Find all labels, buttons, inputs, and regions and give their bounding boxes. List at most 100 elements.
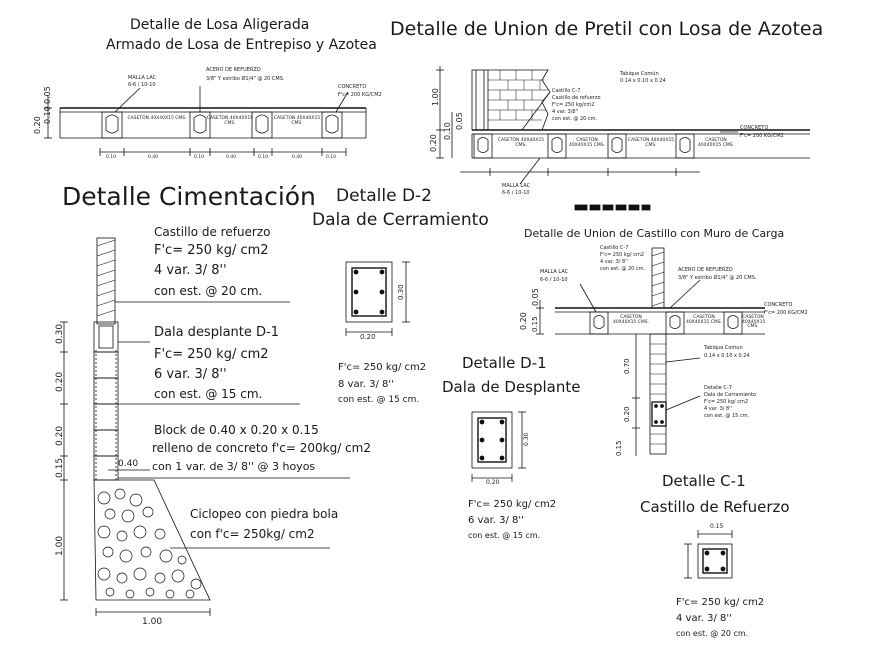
pretil-section (436, 66, 810, 211)
losa-vdim: 0.05 (43, 86, 52, 104)
pretil-vdim: 1.00 (431, 88, 440, 106)
cim-ciclopeo-line: con f'c= 250kg/ cm2 (190, 527, 315, 541)
losa-vdim: 0.10 (43, 106, 52, 124)
pretil-tabique-spec: 0.14 x 0.10 x 0.24 (620, 78, 666, 84)
losa-dim: 0.40 (226, 155, 237, 160)
losa-concreto-label: CONCRETO (338, 84, 367, 90)
cu-caseton: CASETON 40X40X15 CMS. (612, 315, 650, 325)
losa-dim: 0.10 (326, 155, 337, 160)
dala-d2-section (345, 261, 410, 336)
cu-dala-line: 4 var. 3/ 8'' (704, 406, 732, 412)
cu-vdim: 0.15 (531, 316, 539, 332)
title-d2: Detalle D-2 (336, 186, 432, 206)
c1-spec-line: 4 var. 3/ 8'' (676, 613, 732, 624)
cim-castillo-line: Castillo de refuerzo (154, 225, 271, 239)
c1-spec-line: con est. @ 20 cm. (676, 629, 749, 638)
cim-vdim: 0.20 (55, 425, 65, 446)
pretil-vdim: 0.05 (455, 112, 464, 130)
cim-block-line: relleno de concreto f'c= 200kg/ cm2 (152, 441, 371, 455)
pretil-caseton: CASETON 40X40X15 CMS. (497, 138, 545, 148)
cu-malla-spec: 6-6 / 10-10 (540, 277, 568, 283)
pretil-caseton: CASETON 40X40X15 CMS. (568, 138, 606, 148)
cu-concreto-spec: F'c= 200 KG/CM2 (764, 310, 808, 316)
losa-caseton-3: CASETON 40X40X15 CMS. (273, 116, 321, 126)
cim-castillo-line: con est. @ 20 cm. (154, 284, 263, 298)
title-pretil: Detalle de Union de Pretil con Losa de A… (390, 18, 824, 40)
castillo-union-section (536, 247, 765, 456)
d1-width: 0.20 (486, 479, 500, 486)
dala-d1-section (471, 411, 526, 482)
pretil-castillo-line: Castillo de refuerzo (552, 95, 601, 101)
cim-vdim: 1.00 (55, 535, 65, 556)
cim-vdim: 0.30 (55, 323, 65, 344)
losa-dim: 0.40 (292, 155, 303, 160)
losa-caseton-1: CASETON 40X40X15 CMS. (127, 116, 187, 121)
cu-castillo-line: Castillo C-7 (600, 245, 629, 251)
cu-acero-label: ACERO DE REFUERZO (678, 267, 733, 273)
cu-vdim: 0.70 (623, 358, 631, 374)
cim-dala-line: 6 var. 3/ 8'' (154, 367, 227, 382)
cu-dala-line: con est. @ 15 cm. (704, 413, 750, 419)
title-losa-aligerada: Detalle de Losa Aligerada (130, 17, 310, 33)
cim-castillo-line: F'c= 250 kg/ cm2 (154, 243, 269, 258)
cu-vdim: 0.15 (615, 440, 623, 456)
title-d2-sub: Dala de Cerramiento (312, 210, 489, 230)
d2-spec-line: F'c= 250 kg/ cm2 (338, 362, 427, 373)
cu-castillo-line: 4 var. 3/ 8'' (600, 259, 628, 265)
cim-dala-line: Dala desplante D-1 (154, 325, 279, 340)
cim-block-line: Block de 0.40 x 0.20 x 0.15 (154, 423, 319, 437)
pretil-tabique-label: Tabique Común (620, 71, 659, 77)
cu-vdim: 0.05 (531, 288, 540, 306)
losa-vdim: 0.20 (33, 116, 42, 134)
c1-spec-line: F'c= 250 kg/ cm2 (676, 597, 765, 608)
cu-dala-line: Detalle C-7 (704, 385, 732, 391)
cu-concreto-label: CONCRETO (764, 302, 793, 308)
cu-castillo-line: con est. @ 20 cm. (600, 266, 646, 272)
d1-height: 0.30 (523, 432, 530, 446)
cu-malla-label: MALLA LAC (540, 269, 569, 275)
title-c1: Detalle C-1 (662, 472, 746, 490)
cim-vdim: 0.15 (55, 457, 65, 478)
pretil-malla-spec: 6-6 / 10-10 (502, 190, 530, 196)
cu-vdim: 0.20 (519, 312, 528, 330)
losa-acero-label: ACERO DE REFUERZO (206, 67, 261, 73)
title-cimentacion: Detalle Cimentación (62, 182, 316, 211)
title-c1-sub: Castillo de Refuerzo (640, 498, 790, 516)
cim-hdim: 0.40 (118, 459, 139, 469)
title-d1-sub: Dala de Desplante (442, 378, 581, 396)
cu-tabique-spec: 0.14 x 0.10 x 0.24 (704, 353, 750, 359)
cim-castillo-line: 4 var. 3/ 8'' (154, 263, 227, 278)
losa-dim: 0.10 (106, 155, 117, 160)
pretil-malla-label: MALLA LAC (502, 183, 531, 189)
cu-acero-spec: 3/8" Y estribo Ø1/4" @ 20 CMS. (678, 275, 757, 281)
losa-malla-label: MALLA LAC (128, 75, 157, 81)
losa-concreto-spec: F'c= 200 KG/CM2 (338, 92, 382, 98)
cim-block-line: con 1 var. de 3/ 8'' @ 3 hoyos (152, 460, 316, 473)
pretil-concreto-label: CONCRETO (740, 125, 769, 131)
pretil-castillo-line: F'c= 250 kg/cm2 (552, 102, 595, 108)
cim-vdim: 0.20 (55, 371, 65, 392)
d2-spec-line: 8 var. 3/ 8'' (338, 379, 394, 390)
cim-ciclopeo-line: Ciclopeo con piedra bola (190, 507, 339, 521)
losa-malla-spec: 6-6 / 10-10 (128, 82, 156, 88)
losa-acero-spec: 3/8" Y estribo Ø1/4" @ 20 CMS. (206, 76, 285, 82)
cu-castillo-line: F'c= 250 kg/ cm2 (600, 252, 645, 258)
pretil-castillo-line: con est. @ 20 cm. (552, 116, 598, 122)
pretil-caseton: CASETON 40X40X15 CMS. (697, 138, 735, 148)
losa-caseton-2: CASETON 40X40X15 CMS. (206, 116, 254, 126)
cu-vdim: 0.20 (623, 406, 631, 422)
title-d1: Detalle D-1 (462, 354, 547, 372)
losa-aligerada-section (44, 86, 367, 156)
title-losa-armado: Armado de Losa de Entrepiso y Azotea (106, 37, 377, 53)
pretil-caseton: CASETON 40X40X15 CMS. (627, 138, 675, 148)
losa-dim: 0.10 (258, 155, 269, 160)
cu-caseton: CASETON 40X40X15 CMS. (742, 315, 766, 329)
c1-width: 0.15 (710, 523, 724, 530)
cu-tabique-label: Tabique Comun (704, 345, 743, 351)
losa-dim: 0.40 (148, 155, 159, 160)
cim-dala-line: F'c= 250 kg/ cm2 (154, 347, 269, 362)
pretil-vdim: 0.10 (443, 122, 452, 140)
d1-spec-line: con est. @ 15 cm. (468, 531, 541, 540)
cimentacion-section (60, 237, 350, 616)
d1-spec-line: F'c= 250 kg/ cm2 (468, 499, 557, 510)
